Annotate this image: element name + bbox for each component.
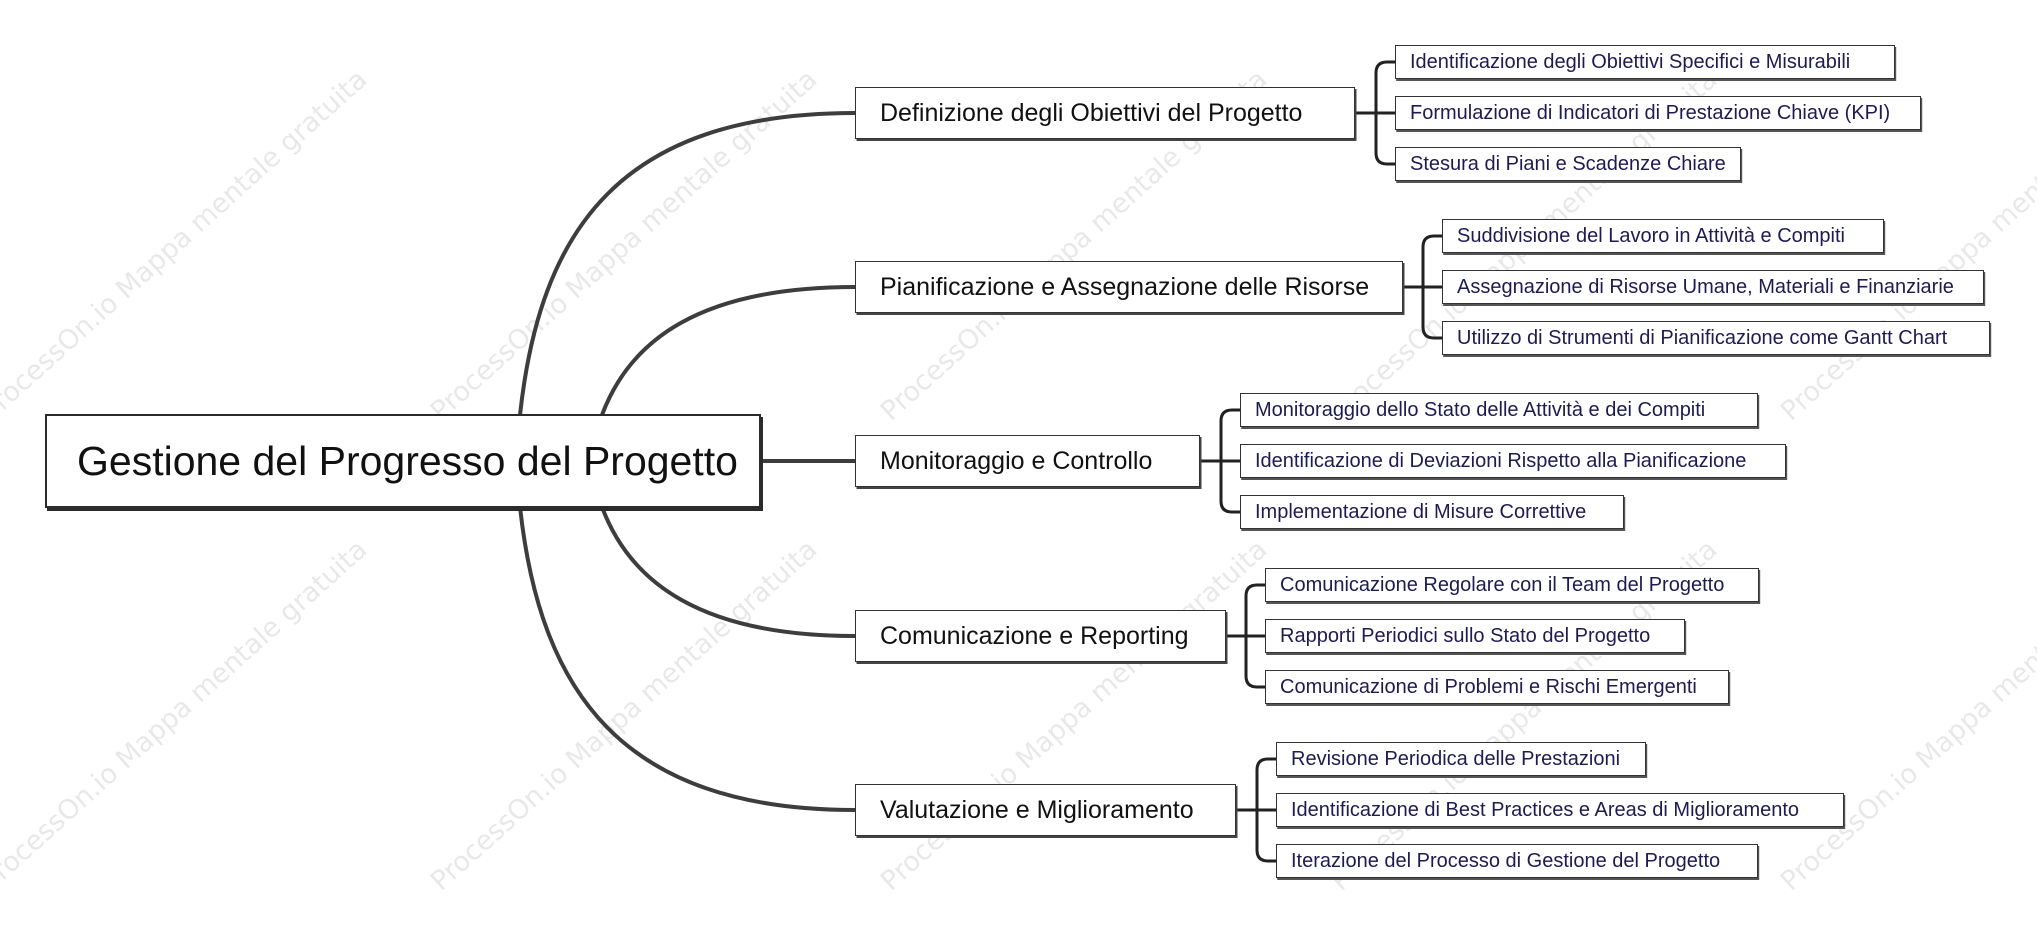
branch-topic-label: Pianificazione e Assegnazione delle Riso…	[880, 272, 1370, 301]
leaf-topic[interactable]: Suddivisione del Lavoro in Attività e Co…	[1442, 219, 1884, 253]
connector-root-to-branch-2	[600, 285, 856, 416]
leaf-topic-label: Comunicazione Regolare con il Team del P…	[1280, 573, 1725, 596]
connector-branch-2-leaves	[1403, 234, 1442, 340]
leaf-topic-label: Iterazione del Processo di Gestione del …	[1291, 849, 1721, 872]
leaf-topic[interactable]: Identificazione degli Obiettivi Specific…	[1395, 45, 1895, 79]
branch-topic-label: Monitoraggio e Controllo	[880, 446, 1153, 475]
leaf-topic[interactable]: Rapporti Periodici sullo Stato del Proge…	[1265, 619, 1685, 653]
branch-topic[interactable]: Definizione degli Obiettivi del Progetto	[855, 87, 1355, 139]
leaf-topic-label: Utilizzo di Strumenti di Pianificazione …	[1457, 326, 1948, 349]
branch-topic[interactable]: Monitoraggio e Controllo	[855, 435, 1200, 487]
leaf-topic[interactable]: Formulazione di Indicatori di Prestazion…	[1395, 96, 1921, 130]
branch-topic[interactable]: Comunicazione e Reporting	[855, 610, 1226, 662]
leaf-topic[interactable]: Identificazione di Deviazioni Rispetto a…	[1240, 444, 1786, 478]
connector-root-to-branch-4	[600, 506, 856, 638]
connector-branch-5-leaves	[1236, 757, 1276, 863]
leaf-topic-label: Implementazione di Misure Correttive	[1255, 500, 1587, 523]
connector-root-to-branch-1	[518, 111, 856, 416]
leaf-topic[interactable]: Stesura di Piani e Scadenze Chiare	[1395, 147, 1741, 181]
leaf-topic[interactable]: Comunicazione Regolare con il Team del P…	[1265, 568, 1759, 602]
leaf-topic[interactable]: Comunicazione di Problemi e Rischi Emerg…	[1265, 670, 1729, 704]
leaf-topic[interactable]: Assegnazione di Risorse Umane, Materiali…	[1442, 270, 1984, 304]
leaf-topic-label: Identificazione degli Obiettivi Specific…	[1410, 50, 1851, 73]
branch-topic[interactable]: Pianificazione e Assegnazione delle Riso…	[855, 261, 1403, 313]
connector-branch-1-leaves	[1355, 60, 1395, 166]
leaf-topic-label: Comunicazione di Problemi e Rischi Emerg…	[1280, 675, 1697, 698]
leaf-topic[interactable]: Revisione Periodica delle Prestazioni	[1276, 742, 1646, 776]
leaf-topic-label: Stesura di Piani e Scadenze Chiare	[1410, 152, 1726, 175]
leaf-topic[interactable]: Iterazione del Processo di Gestione del …	[1276, 844, 1758, 878]
leaf-topic-label: Suddivisione del Lavoro in Attività e Co…	[1457, 224, 1845, 247]
leaf-topic-label: Identificazione di Deviazioni Rispetto a…	[1255, 449, 1747, 472]
leaf-topic-label: Formulazione di Indicatori di Prestazion…	[1410, 101, 1891, 124]
leaf-topic[interactable]: Utilizzo di Strumenti di Pianificazione …	[1442, 321, 1990, 355]
connector-branch-3-leaves	[1200, 408, 1240, 514]
leaf-topic[interactable]: Identificazione di Best Practices e Area…	[1276, 793, 1844, 827]
branch-topic-label: Definizione degli Obiettivi del Progetto	[880, 98, 1303, 127]
branch-topic-label: Comunicazione e Reporting	[880, 621, 1189, 650]
leaf-topic[interactable]: Implementazione di Misure Correttive	[1240, 495, 1624, 529]
leaf-topic-label: Identificazione di Best Practices e Area…	[1291, 798, 1800, 821]
root-topic[interactable]: Gestione del Progresso del Progetto	[45, 414, 761, 508]
root-topic-label: Gestione del Progresso del Progetto	[77, 437, 738, 484]
connector-root-to-branch-5	[518, 506, 856, 812]
leaf-topic-label: Rapporti Periodici sullo Stato del Proge…	[1280, 624, 1651, 647]
branch-topic[interactable]: Valutazione e Miglioramento	[855, 784, 1236, 836]
leaf-topic-label: Monitoraggio dello Stato delle Attività …	[1255, 398, 1706, 421]
connector-branch-4-leaves	[1226, 583, 1265, 689]
leaf-topic-label: Assegnazione di Risorse Umane, Materiali…	[1457, 275, 1954, 298]
leaf-topic[interactable]: Monitoraggio dello Stato delle Attività …	[1240, 393, 1758, 427]
branch-topic-label: Valutazione e Miglioramento	[880, 795, 1194, 824]
leaf-topic-label: Revisione Periodica delle Prestazioni	[1291, 747, 1621, 770]
